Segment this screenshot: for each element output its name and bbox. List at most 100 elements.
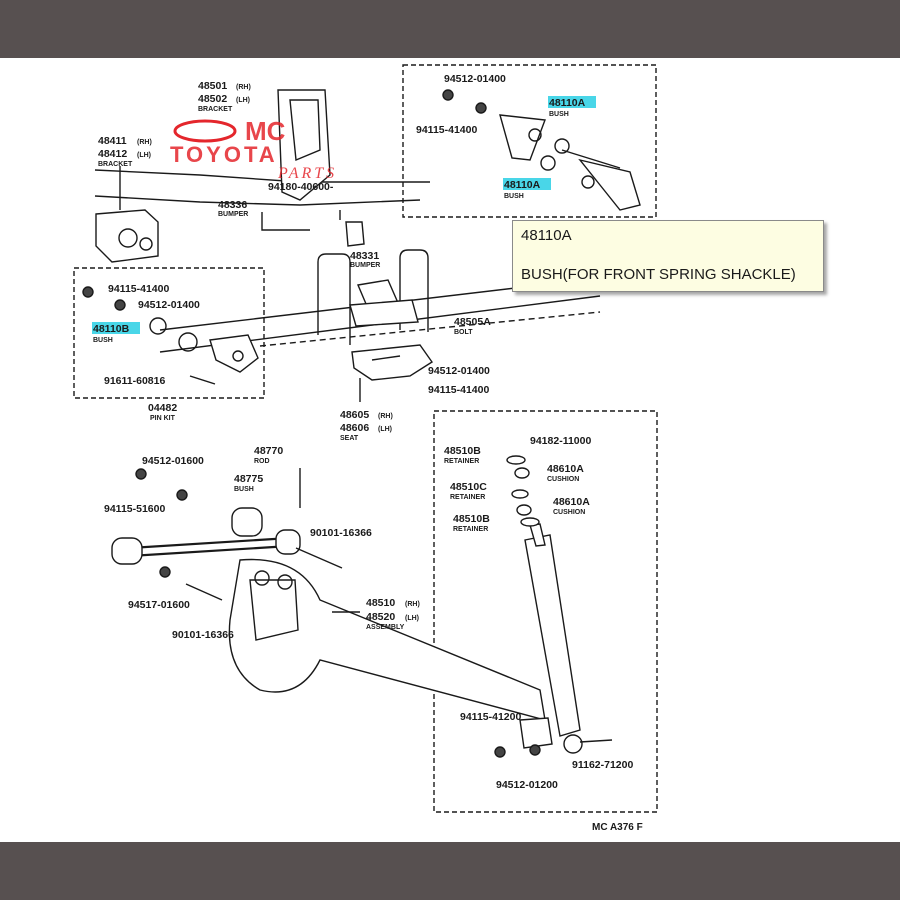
u-bolt-left <box>317 253 351 345</box>
label-48605-side: (RH) <box>378 413 393 420</box>
label-48605[interactable]: 48605 <box>340 409 369 421</box>
watermark-line1: MC <box>245 116 286 146</box>
label-bolt: BOLT <box>454 329 473 336</box>
shackle-plate-rear <box>578 158 641 211</box>
label-48510c[interactable]: 48510C <box>450 481 487 493</box>
washer-94115-la <box>176 489 188 501</box>
label-91162[interactable]: 91162-71200 <box>572 759 633 771</box>
cushion-48610a-2 <box>516 504 532 516</box>
label-48520-side: (LH) <box>405 615 419 622</box>
label-90101-b[interactable]: 90101-16366 <box>172 629 234 641</box>
label-48610a-1[interactable]: 48610A <box>547 463 584 475</box>
lateral-rod <box>129 536 291 550</box>
shock-mount-bracket <box>519 717 553 749</box>
label-48505a[interactable]: 48505A <box>454 316 491 328</box>
label-94115-l[interactable]: 94115-41400 <box>108 283 169 295</box>
pin-91611 <box>189 375 216 385</box>
label-94115-tr[interactable]: 94115-41400 <box>416 124 477 136</box>
label-48411[interactable]: 48411 <box>98 135 127 147</box>
seat-48605-detail <box>371 355 401 361</box>
bottom-frame-band <box>0 842 900 900</box>
shock-lower-eye <box>563 734 583 754</box>
label-bracket-b: BRACKET <box>98 161 133 168</box>
label-assembly: ASSEMBLY <box>366 624 405 631</box>
lateral-rod-lower <box>129 544 291 558</box>
shackle-plate-front <box>499 114 546 161</box>
label-48336[interactable]: 48336 <box>218 199 247 211</box>
label-48412[interactable]: 48412 <box>98 148 127 160</box>
label-48606-side: (LH) <box>378 426 392 433</box>
label-48775[interactable]: 48775 <box>234 473 263 485</box>
label-48510b[interactable]: 48510B <box>453 513 490 525</box>
bracket-48411 <box>95 209 159 263</box>
label-48770[interactable]: 48770 <box>254 445 283 457</box>
leaf-spring-line-3 <box>259 311 601 347</box>
tooltip-part-number: 48110A <box>521 227 572 244</box>
washer-94115-l <box>82 286 94 298</box>
label-bush-3: BUSH <box>93 337 113 344</box>
label-94115-br[interactable]: 94115-41200 <box>460 711 521 723</box>
label-94512-br[interactable]: 94512-01200 <box>496 779 558 791</box>
diagram-code: MC A376 F <box>592 822 643 833</box>
bracket-48411-hole <box>118 228 138 248</box>
label-48110b[interactable]: 48110B <box>93 323 130 335</box>
label-bush-1: BUSH <box>549 111 569 118</box>
label-retainer-b: RETAINER <box>450 494 485 501</box>
label-94517[interactable]: 94517-01600 <box>128 599 190 611</box>
label-retainer-c: RETAINER <box>453 526 488 533</box>
top-frame-band <box>0 0 900 58</box>
frame-rail-lower <box>94 195 421 206</box>
bush-48110a-4 <box>581 175 595 189</box>
label-48606[interactable]: 48606 <box>340 422 369 434</box>
bolt-90101-b <box>185 583 223 601</box>
axle-bracket <box>249 579 299 641</box>
label-94512-l[interactable]: 94512-01400 <box>138 299 200 311</box>
label-retainer-a: RETAINER <box>444 458 479 465</box>
label-94115-la[interactable]: 94115-51600 <box>104 503 165 515</box>
label-48610a-2[interactable]: 48610A <box>553 496 590 508</box>
retainer-48510b-2 <box>520 517 540 527</box>
label-94115-c[interactable]: 94115-41400 <box>428 384 489 396</box>
frame-rail-upper <box>94 169 430 183</box>
label-94182[interactable]: 94182-11000 <box>530 435 591 447</box>
nut-94512-la <box>135 468 147 480</box>
bumper-48331 <box>345 221 365 247</box>
label-bracket-a: BRACKET <box>198 106 233 113</box>
label-90101-a[interactable]: 90101-16366 <box>310 527 372 539</box>
label-48501-side: (RH) <box>236 84 251 91</box>
bush-48110b <box>149 317 167 335</box>
retainer-48510b <box>506 455 526 465</box>
washer-94115-br <box>529 744 541 756</box>
label-48502-side: (LH) <box>236 97 250 104</box>
label-94512-la[interactable]: 94512-01600 <box>142 455 204 467</box>
label-94512-tr[interactable]: 94512-01400 <box>444 73 506 85</box>
label-48110a-mid[interactable]: 48110A <box>504 179 541 191</box>
bush-48775-2 <box>275 529 301 555</box>
part-tooltip: 48110A BUSH(FOR FRONT SPRING SHACKLE) <box>512 220 824 292</box>
label-91611[interactable]: 91611-60816 <box>104 375 165 387</box>
label-bumper-a: BUMPER <box>218 211 248 218</box>
parts-diagram: MC TOYOTA PARTS 48501 (RH) 48502 (LH) BR… <box>73 64 658 833</box>
label-48331[interactable]: 48331 <box>350 250 379 262</box>
label-48501[interactable]: 48501 <box>198 80 227 92</box>
label-48510[interactable]: 48510 <box>366 597 395 609</box>
label-48510b-ret[interactable]: 48510B <box>444 445 481 457</box>
label-48110a-top[interactable]: 48110A <box>549 97 586 109</box>
u-bolt-right <box>399 249 429 332</box>
label-04482[interactable]: 04482 <box>148 402 177 414</box>
label-48502[interactable]: 48502 <box>198 93 227 105</box>
label-94512-c[interactable]: 94512-01400 <box>428 365 490 377</box>
bush-48110a-3 <box>540 155 556 171</box>
watermark-logo-emblem <box>173 119 237 143</box>
bush-48110a-1 <box>528 128 542 142</box>
washer-94115-tr <box>475 102 487 114</box>
nut-94512-br <box>494 746 506 758</box>
label-94180[interactable]: 94180-40600- <box>268 181 334 193</box>
label-48510-side: (RH) <box>405 601 420 608</box>
label-pin-kit: PIN KIT <box>150 415 176 422</box>
watermark-line3: PARTS <box>277 165 337 182</box>
watermark-line2: TOYOTA <box>170 142 278 167</box>
tooltip-description: BUSH(FOR FRONT SPRING SHACKLE) <box>521 266 796 283</box>
bracket-48501 <box>277 89 331 201</box>
label-48520[interactable]: 48520 <box>366 611 395 623</box>
